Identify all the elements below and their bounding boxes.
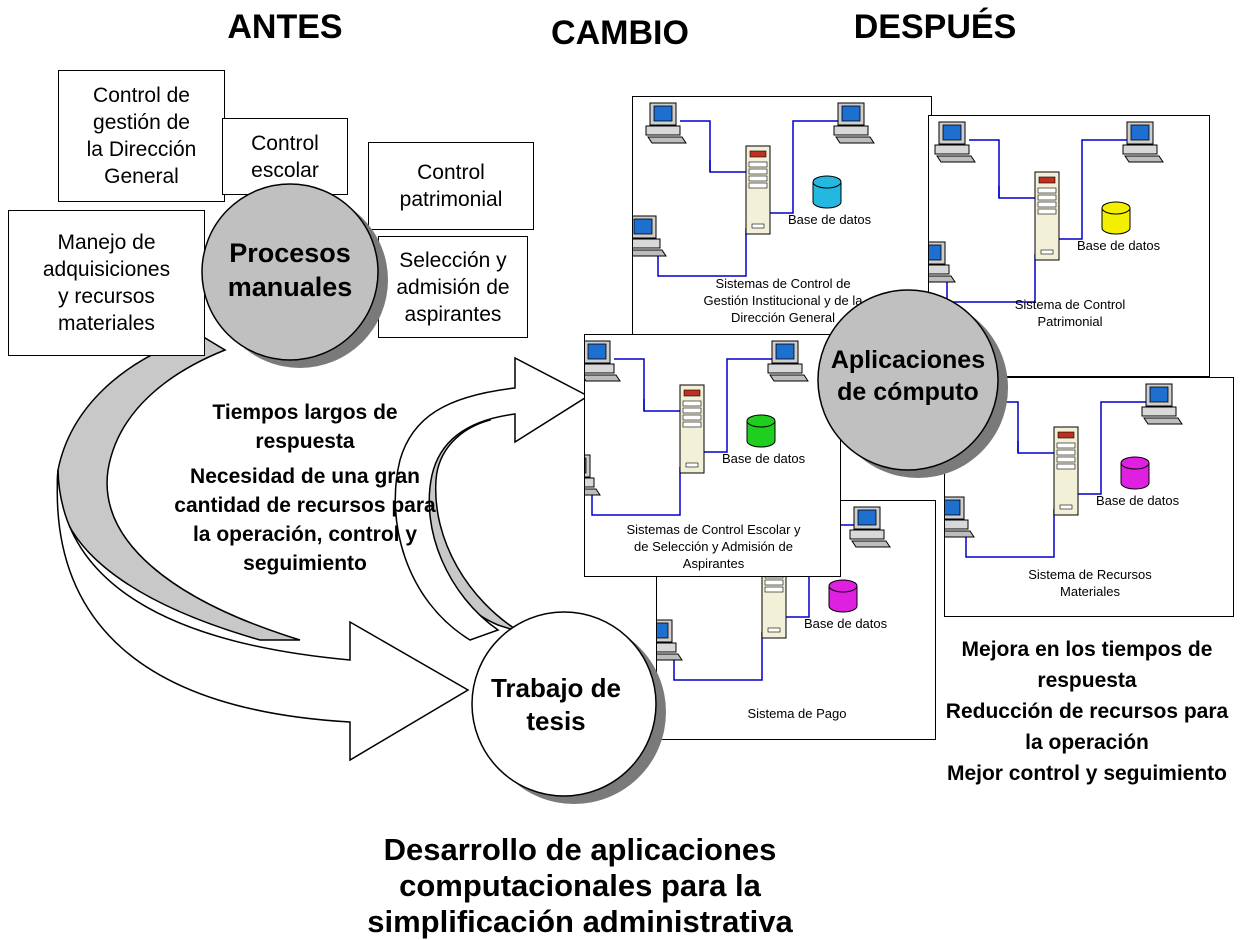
box-control-patrimonial: Control patrimonial <box>368 142 534 230</box>
arrow-to-trabajo <box>56 469 470 762</box>
box-control-escolar: Control escolar <box>222 118 348 195</box>
arrow-to-systems <box>394 356 590 641</box>
computer-icon <box>1122 121 1164 163</box>
computer-icon <box>585 340 621 382</box>
trabajo-tesis-label: Trabajo de tesis <box>490 673 622 736</box>
procesos-manuales-circle <box>201 183 388 368</box>
computer-icon <box>833 102 875 144</box>
benefit-recursos: Reducción de recursos para la operación <box>945 700 1229 754</box>
procesos-manuales-label: Procesos manuales <box>227 238 353 302</box>
computer-icon <box>633 215 667 257</box>
system-caption-patrimonial: Sistema de Control Patrimonial <box>1014 297 1126 329</box>
server-icon <box>679 384 705 474</box>
server-icon <box>1053 426 1079 516</box>
system-caption-recursos: Sistema de Recursos Materiales <box>1028 567 1152 599</box>
issue-tiempos-largos: Tiempos largos de respuesta <box>212 401 398 453</box>
database-icon <box>828 579 858 613</box>
before-issues: Tiempos largos de respuesta Necesidad de… <box>150 398 460 578</box>
network-diagram <box>585 340 809 516</box>
network-diagram <box>929 121 1164 303</box>
header-despues: DESPUÉS <box>853 8 1017 46</box>
db-label: Base de datos <box>1096 493 1180 508</box>
computer-icon <box>657 619 683 661</box>
box-control-patrimonial-label: Control patrimonial <box>399 161 503 211</box>
computer-icon <box>1141 383 1183 425</box>
box-control-gestion-label: Control de gestión de la Dirección Gener… <box>86 84 197 188</box>
header-antes: ANTES <box>227 8 343 46</box>
system-caption-escolar: Sistemas de Control Escolar y de Selecci… <box>626 522 801 571</box>
db-label: Base de datos <box>788 212 872 227</box>
network-diagram <box>633 102 875 277</box>
gray-flow-band <box>56 334 301 641</box>
aplicaciones-computo-label: Aplicaciones de cómputo <box>830 346 986 406</box>
database-icon <box>812 175 842 209</box>
db-label: Base de datos <box>722 451 806 466</box>
computer-icon <box>929 241 956 283</box>
box-control-escolar-label: Control escolar <box>251 131 319 182</box>
system-caption-pago: Sistema de Pago <box>747 706 847 721</box>
system-caption-gestion: Sistemas de Control de Gestión Instituci… <box>703 276 863 325</box>
system-panel-escolar: Sistemas de Control Escolar y de Selecci… <box>584 334 841 577</box>
issue-recursos: Necesidad de una gran cantidad de recurs… <box>174 465 436 575</box>
box-seleccion-admision-label: Selección y admisión de aspirantes <box>396 248 510 326</box>
db-label: Base de datos <box>804 616 888 631</box>
computer-icon <box>767 340 809 382</box>
header-cambio: CAMBIO <box>551 14 689 52</box>
computer-icon <box>934 121 976 163</box>
computer-icon <box>945 496 975 538</box>
computer-icon <box>849 506 891 548</box>
box-seleccion-admision: Selección y admisión de aspirantes <box>378 236 528 338</box>
box-manejo-adquisiciones-label: Manejo de adquisiciones y recursos mater… <box>42 231 171 335</box>
db-label: Base de datos <box>1077 238 1161 253</box>
computer-icon <box>585 454 601 496</box>
server-icon <box>1034 171 1060 261</box>
database-icon <box>746 414 776 448</box>
bottom-caption: Desarrollo de aplicaciones computacional… <box>367 832 793 939</box>
trabajo-tesis-circle <box>471 611 666 804</box>
box-control-gestion: Control de gestión de la Dirección Gener… <box>58 70 225 202</box>
server-icon <box>745 145 771 235</box>
benefit-tiempos: Mejora en los tiempos de respuesta <box>961 638 1213 692</box>
after-benefits: Mejora en los tiempos de respuesta Reduc… <box>928 634 1246 789</box>
database-icon <box>1101 201 1131 235</box>
computer-icon <box>645 102 687 144</box>
database-icon <box>1120 456 1150 490</box>
box-manejo-adquisiciones: Manejo de adquisiciones y recursos mater… <box>8 210 205 356</box>
benefit-control: Mejor control y seguimiento <box>946 762 1228 785</box>
aplicaciones-computo-circle <box>817 289 1008 478</box>
